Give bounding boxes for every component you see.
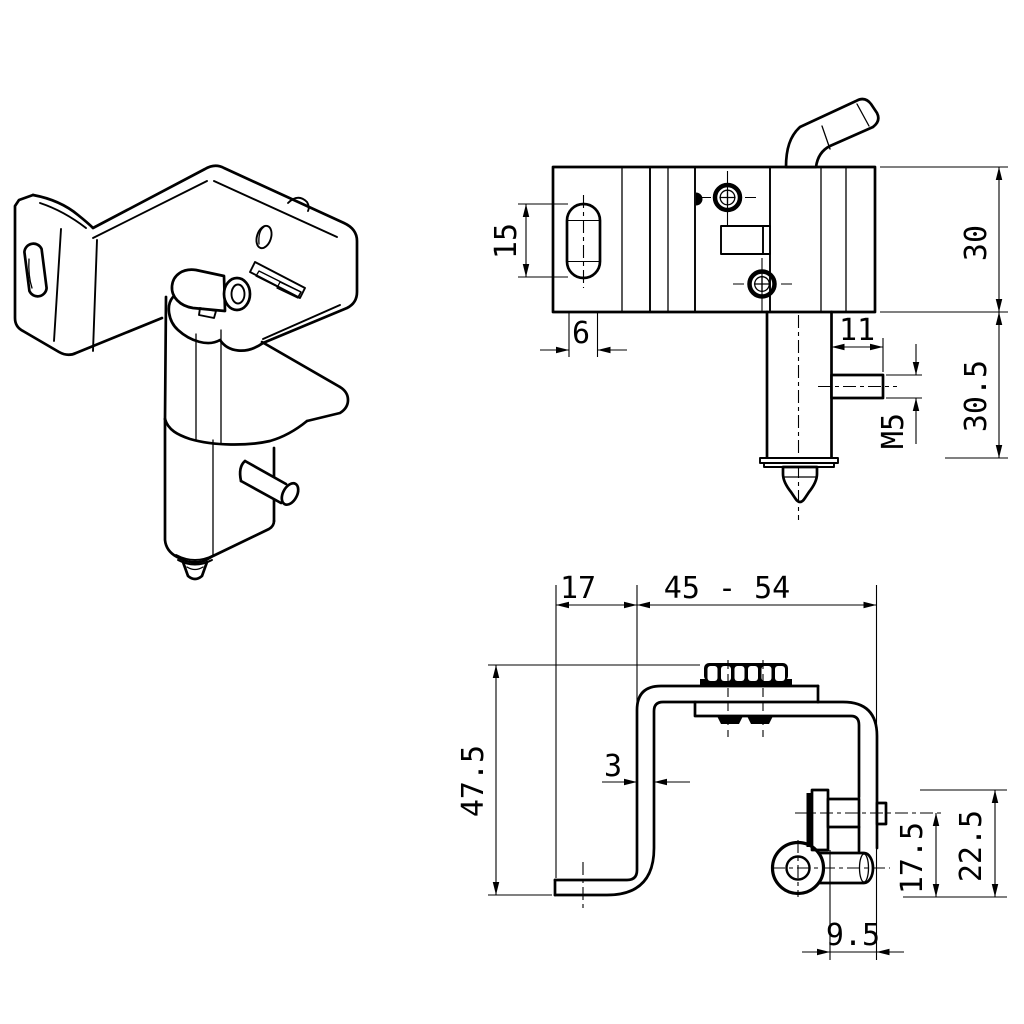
iso-screw-hole <box>255 224 273 250</box>
front-view: 15 6 30 30.5 11 M5 <box>489 97 1008 520</box>
side-view: 17 45 - 54 47.5 3 17.5 22.5 9.5 <box>456 571 1007 960</box>
front-lever-cap-line <box>856 103 870 127</box>
iso-side-pin-top <box>243 459 288 486</box>
iso-side-pin-cap <box>280 481 300 507</box>
iso-tip-cone-line <box>186 566 204 571</box>
iso-ridge-inner-edge <box>213 180 338 238</box>
iso-web-inner-edge <box>92 180 208 239</box>
dim-pin-center-height: 17.5 <box>895 822 930 894</box>
side-weld-nub-1 <box>717 716 743 724</box>
iso-side-pin-mask <box>241 461 287 504</box>
side-washer-strip <box>806 793 812 847</box>
front-pin-dot <box>696 192 703 206</box>
iso-tip-cone <box>181 560 209 581</box>
iso-lever-cap <box>222 276 252 312</box>
iso-screw-hole-depth <box>258 226 265 245</box>
iso-bend-line-2 <box>92 239 98 352</box>
iso-bend-line-1 <box>53 228 62 342</box>
front-lever <box>784 97 880 169</box>
side-bracket-inner <box>553 700 820 897</box>
side-nut-base <box>700 679 792 687</box>
dim-thread-size: M5 <box>876 413 911 449</box>
dim30-extensions <box>880 166 1008 459</box>
iso-side-pin-bottom <box>239 479 283 505</box>
iso-bend-inner-top <box>39 202 87 229</box>
iso-adjust-window <box>249 261 306 299</box>
dim-overall-height: 47.5 <box>456 745 491 817</box>
side-nut-ribs <box>707 666 785 681</box>
dim-pin-length: 11 <box>839 313 875 348</box>
iso-screw-tip-dome <box>287 196 310 212</box>
front-lever-bend-line <box>821 125 831 150</box>
iso-lever <box>170 268 227 313</box>
dim-foot-offset: 17 <box>560 571 596 606</box>
dim475-extensions <box>488 664 700 896</box>
iso-collar-edge <box>167 295 265 352</box>
iso-barrel-joint <box>163 417 309 446</box>
front-screw-bottom-centerlines <box>733 258 792 311</box>
iso-flange-outline <box>13 193 164 357</box>
side-nut-centerlines <box>727 660 764 737</box>
dim-slot-length: 15 <box>489 223 524 259</box>
iso-mounting-slot <box>23 242 48 298</box>
dimM5-extensions <box>886 374 922 399</box>
side-weld-nub-2 <box>747 716 773 724</box>
iso-slot-depth-line <box>28 258 33 289</box>
dim-lower-height: 30.5 <box>959 360 994 432</box>
iso-channel-bottom-inner <box>262 304 341 340</box>
iso-housing-slant-edge <box>260 340 342 389</box>
dim-slot-width: 6 <box>572 316 590 351</box>
iso-side-pin-root <box>238 459 247 483</box>
dim-adjust-range: 45 - 54 <box>664 571 790 606</box>
dim-pin-end-offset: 9.5 <box>826 918 880 953</box>
front-tip-cone <box>781 465 819 504</box>
iso-barrel-outline <box>163 417 276 564</box>
side-washer-plate <box>810 788 830 852</box>
side-knuckle-centerlines <box>772 840 890 897</box>
dim-upper-height: 30 <box>959 225 994 261</box>
iso-housing-right-corner <box>305 385 350 423</box>
iso-tip-washer-2 <box>177 559 213 566</box>
iso-tip-washer-1 <box>175 554 215 561</box>
dim-material-thickness: 3 <box>604 749 622 784</box>
dim-knuckle-height: 22.5 <box>954 810 989 882</box>
iso-lever-tab <box>198 307 217 319</box>
front-m5-pin <box>830 373 885 400</box>
side-leaf-inner <box>693 700 861 799</box>
iso-channel-outline <box>31 164 359 345</box>
iso-housing-left-edge <box>163 295 168 421</box>
side-bracket-outer <box>553 684 820 882</box>
isometric-view <box>13 164 359 581</box>
iso-lever-cap-inner <box>230 283 246 305</box>
front-adjust-block <box>720 225 771 255</box>
iso-clamp-nut-visible <box>276 281 302 299</box>
